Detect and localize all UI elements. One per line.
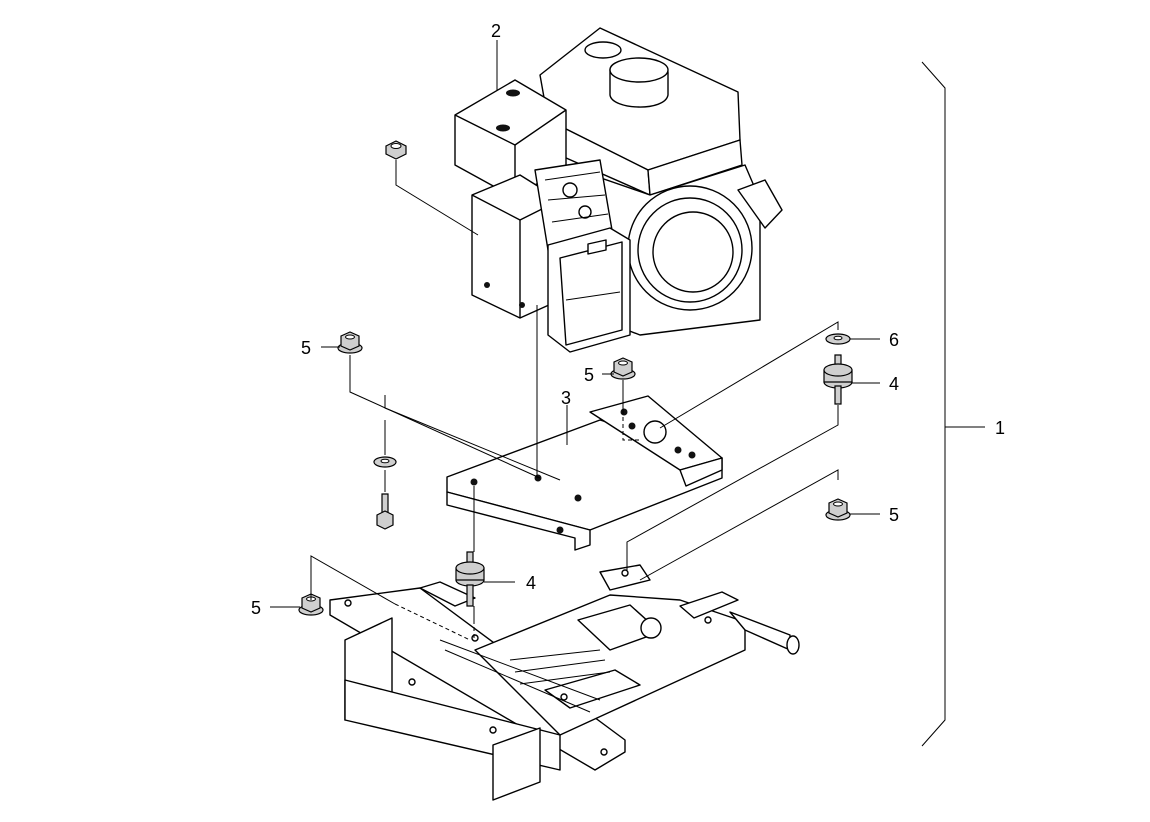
- callout-5-right: 5: [889, 505, 899, 525]
- callout-6: 6: [889, 330, 899, 350]
- callout-3: 3: [561, 388, 571, 408]
- engine-assembly: [454, 27, 783, 353]
- callout-leaders: [270, 40, 985, 747]
- callout-4-right: 4: [889, 374, 899, 394]
- callout-5-upper-left: 5: [301, 338, 311, 358]
- loose-washer-bolt: [373, 456, 397, 530]
- engine-mount-plate: [446, 395, 723, 551]
- vibration-mount-right: [823, 354, 853, 405]
- callout-5-plate: 5: [584, 365, 594, 385]
- flange-nut-upper-left: [337, 331, 363, 354]
- explosion-lines: [310, 305, 839, 641]
- vibration-mount-left: [455, 551, 485, 607]
- callout-5-lower-left: 5: [251, 598, 261, 618]
- flange-nut-plate: [610, 357, 636, 380]
- washer: [825, 333, 851, 345]
- flange-nut-lower-left: [298, 593, 324, 616]
- flange-nut-right: [825, 498, 851, 521]
- callout-1: 1: [995, 418, 1005, 438]
- callout-2: 2: [491, 21, 501, 41]
- engine-nut: [385, 140, 479, 236]
- base-frame: [329, 564, 800, 801]
- callout-4-left: 4: [526, 573, 536, 593]
